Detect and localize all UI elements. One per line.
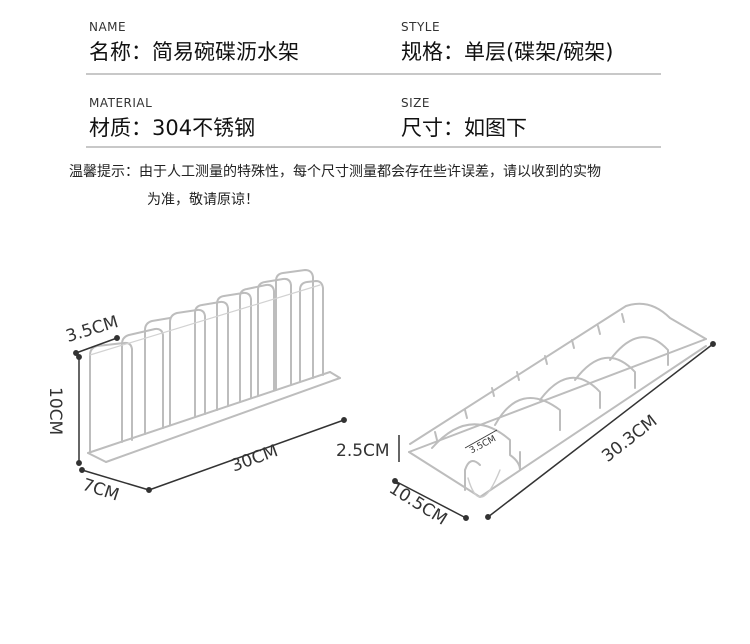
- spec-style-en: STYLE: [401, 20, 441, 34]
- spec-name-cn: 名称：简易碗碟沥水架: [89, 40, 299, 64]
- spec-size: SIZE 尺寸：如图下: [401, 96, 527, 142]
- spec-name-en: NAME: [89, 20, 127, 34]
- dish-rack-illustration: [87, 269, 341, 463]
- spec-material-cn: 材质：304不锈钢: [89, 116, 256, 140]
- notice-line-2: 为准，敬请原谅！: [147, 192, 259, 208]
- spec-style-cn: 规格：单层(碟架/碗架): [401, 40, 614, 64]
- spec-name: NAME 名称：简易碗碟沥水架: [89, 20, 299, 66]
- dim-bowl-height: 2.5CM: [336, 441, 390, 461]
- spec-size-en: SIZE: [401, 96, 430, 110]
- spec-material: MATERIAL 材质：304不锈钢: [89, 96, 255, 142]
- dim-dish-length: 30CM: [229, 441, 281, 476]
- spec-material-en: MATERIAL: [89, 96, 153, 110]
- spec-style: STYLE 规格：单层(碟架/碗架): [401, 20, 613, 66]
- bowl-rack-dimension-lines: [392, 341, 716, 521]
- notice-line-1: 温馨提示：由于人工测量的特殊性，每个尺寸测量都会存在些许误差，请以收到的实物: [69, 164, 601, 180]
- spec-size-cn: 尺寸：如图下: [401, 116, 527, 140]
- dish-rack-dimension-lines: [73, 335, 347, 493]
- bowl-rack-illustration: [408, 302, 707, 498]
- divider-bottom: [86, 146, 661, 148]
- notice-text: 温馨提示：由于人工测量的特殊性，每个尺寸测量都会存在些许误差，请以收到的实物 为…: [69, 158, 689, 214]
- divider-top: [86, 73, 661, 75]
- dim-dish-height: 10CM: [45, 387, 65, 435]
- dim-dish-thickness: 3.5CM: [64, 312, 121, 347]
- dim-bowl-length: 30.3CM: [598, 411, 661, 466]
